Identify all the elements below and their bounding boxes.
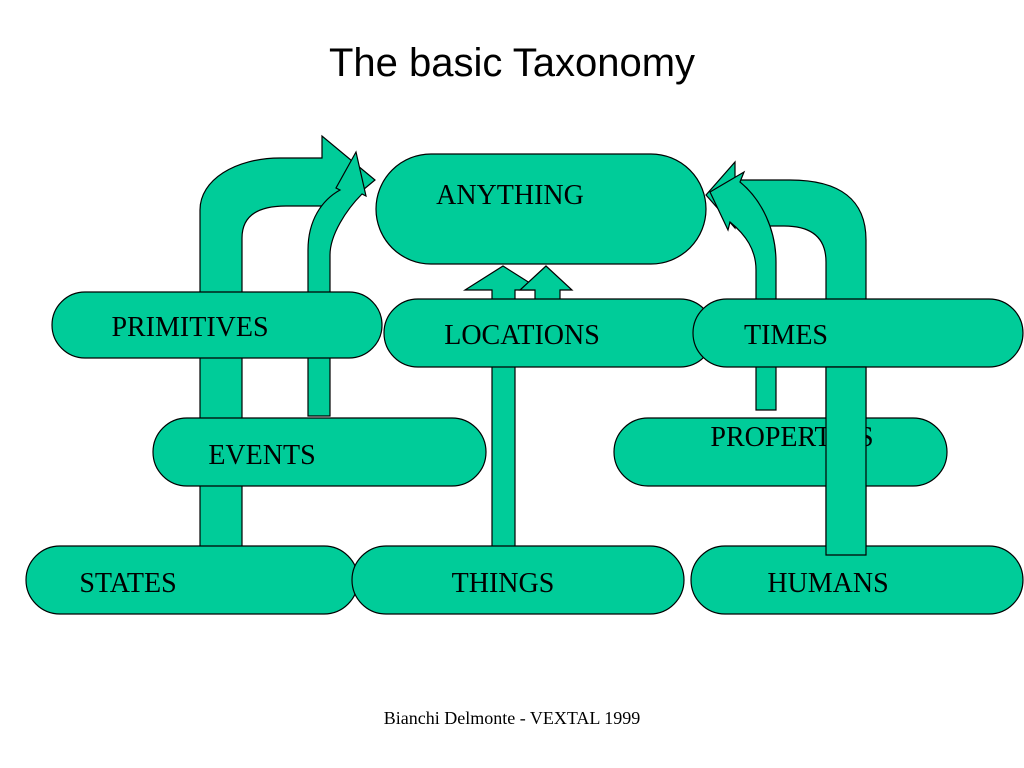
node-locations: LOCATIONS xyxy=(383,298,715,368)
node-things-label: THINGS xyxy=(452,568,555,599)
node-anything-label: ANYTHING xyxy=(436,180,584,211)
node-anything: ANYTHING xyxy=(375,153,707,265)
node-events-label: EVENTS xyxy=(208,440,315,471)
node-events: EVENTS xyxy=(152,417,487,487)
things-to-anything-arrow xyxy=(462,265,544,549)
node-primitives: PRIMITIVES xyxy=(51,291,383,359)
node-properties: PROPERTIES xyxy=(613,417,948,487)
locations-to-anything-arrow xyxy=(518,265,574,301)
node-humans: HUMANS xyxy=(690,545,1024,615)
node-humans-label: HUMANS xyxy=(767,568,888,599)
slide-title: The basic Taxonomy xyxy=(329,41,695,85)
slide-footer: Bianchi Delmonte - VEXTAL 1999 xyxy=(384,708,641,728)
node-primitives-label: PRIMITIVES xyxy=(111,312,268,343)
humans-vertical-connector xyxy=(825,366,867,556)
node-times-label: TIMES xyxy=(744,320,828,351)
node-states: STATES xyxy=(25,545,359,615)
node-states-label: STATES xyxy=(79,568,176,599)
node-things: THINGS xyxy=(351,545,685,615)
node-times: TIMES xyxy=(692,298,1024,368)
node-locations-label: LOCATIONS xyxy=(444,320,600,351)
